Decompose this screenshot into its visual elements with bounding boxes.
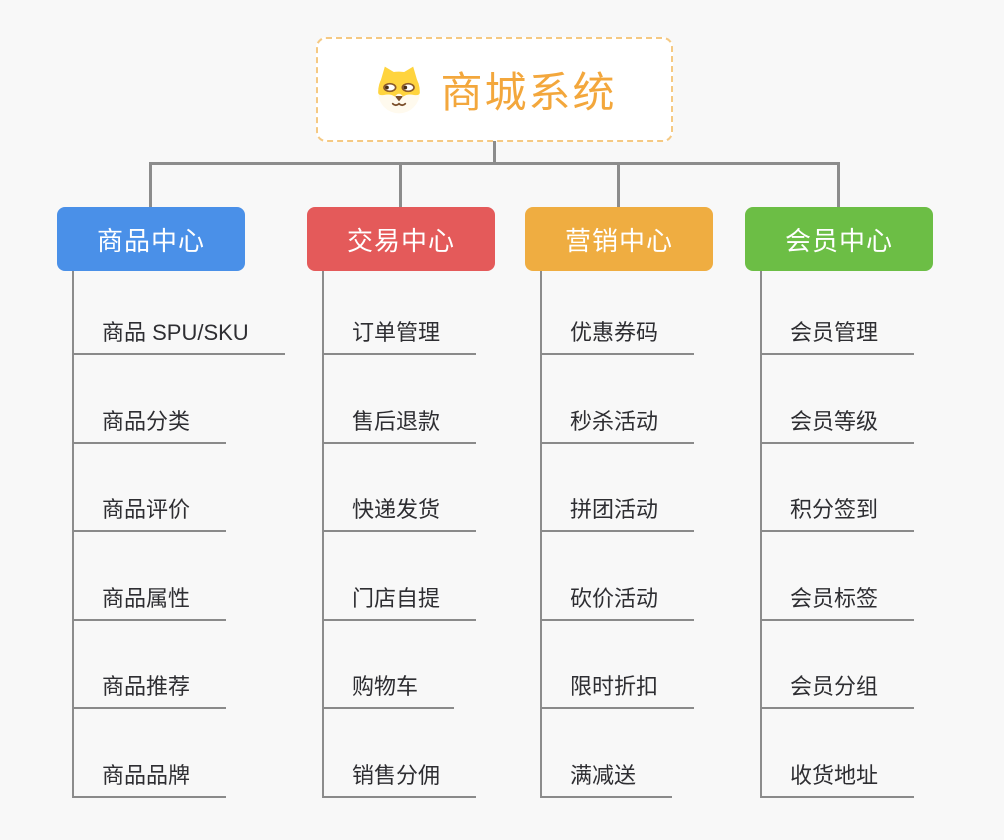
topic-item[interactable]: 优惠券码 — [541, 320, 695, 355]
topic-item[interactable]: 订单管理 — [323, 320, 477, 355]
topic-item[interactable]: 会员标签 — [761, 586, 915, 621]
topic-item[interactable]: 砍价活动 — [541, 586, 695, 621]
topic-item[interactable]: 积分签到 — [761, 497, 915, 532]
connector-drop — [149, 164, 152, 207]
branch-header-marketing-center[interactable]: 营销中心 — [525, 207, 713, 271]
connector-drop — [399, 164, 402, 207]
connector-drop — [617, 164, 620, 207]
topic-item[interactable]: 满减送 — [541, 763, 673, 798]
branch-line-member-center — [760, 271, 762, 798]
topic-item[interactable]: 商品分类 — [73, 409, 227, 444]
topic-item[interactable]: 收货地址 — [761, 763, 915, 798]
topic-item[interactable]: 秒杀活动 — [541, 409, 695, 444]
branch-header-trade-center[interactable]: 交易中心 — [307, 207, 495, 271]
topic-item[interactable]: 售后退款 — [323, 409, 477, 444]
connector-bus — [149, 162, 840, 165]
branch-line-trade-center — [322, 271, 324, 798]
topic-item[interactable]: 商品评价 — [73, 497, 227, 532]
topic-item[interactable]: 商品 SPU/SKU — [73, 320, 285, 355]
branch-line-marketing-center — [540, 271, 542, 798]
dog-mascot-icon — [378, 66, 421, 113]
topic-item[interactable]: 购物车 — [323, 674, 455, 709]
branch-header-product-center[interactable]: 商品中心 — [57, 207, 245, 271]
topic-item[interactable]: 会员管理 — [761, 320, 915, 355]
topic-item[interactable]: 快递发货 — [323, 497, 477, 532]
topic-item[interactable]: 门店自提 — [323, 586, 477, 621]
root-topic[interactable]: 商城系统 — [316, 37, 673, 142]
topic-item[interactable]: 商品品牌 — [73, 763, 227, 798]
branch-header-member-center[interactable]: 会员中心 — [745, 207, 933, 271]
topic-item[interactable]: 拼团活动 — [541, 497, 695, 532]
topic-item[interactable]: 限时折扣 — [541, 674, 695, 709]
root-topic-label: 商城系统 — [440, 69, 617, 116]
connector-stem — [493, 141, 496, 163]
connector-drop — [837, 164, 840, 207]
branch-line-product-center — [72, 271, 74, 798]
topic-item[interactable]: 商品推荐 — [73, 674, 227, 709]
topic-item[interactable]: 商品属性 — [73, 586, 227, 621]
topic-item[interactable]: 会员等级 — [761, 409, 915, 444]
topic-item[interactable]: 销售分佣 — [323, 763, 477, 798]
topic-item[interactable]: 会员分组 — [761, 674, 915, 709]
